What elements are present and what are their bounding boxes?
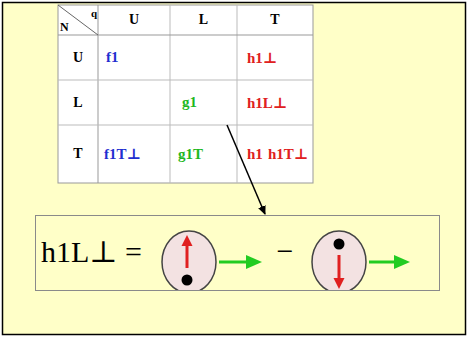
table-cell: f1T⊥ <box>98 125 170 183</box>
formula-panel: h1L⊥ = − <box>35 215 440 291</box>
row-header: T <box>58 125 98 183</box>
table-cell: f1 <box>98 35 170 80</box>
corner-header: N <box>60 20 78 35</box>
minus-sign: − <box>272 234 298 268</box>
column-header: L <box>170 5 237 35</box>
table-cell: h1⊥ <box>237 35 313 80</box>
corner-header: q <box>80 6 97 20</box>
column-header: T <box>237 5 313 35</box>
row-header: L <box>58 80 98 125</box>
row-header: U <box>58 35 98 80</box>
table-cell: h1T⊥ <box>264 125 313 183</box>
column-header: U <box>98 5 170 35</box>
formula-text: h1L⊥ = <box>41 234 142 269</box>
connector-arrow <box>227 125 265 214</box>
table-cell: g1T <box>170 125 237 183</box>
cell-text: g1 <box>182 94 197 111</box>
table-cell: h1 <box>237 125 267 183</box>
table-cell: h1L⊥ <box>237 80 313 125</box>
table-cell: g1 <box>170 80 237 125</box>
